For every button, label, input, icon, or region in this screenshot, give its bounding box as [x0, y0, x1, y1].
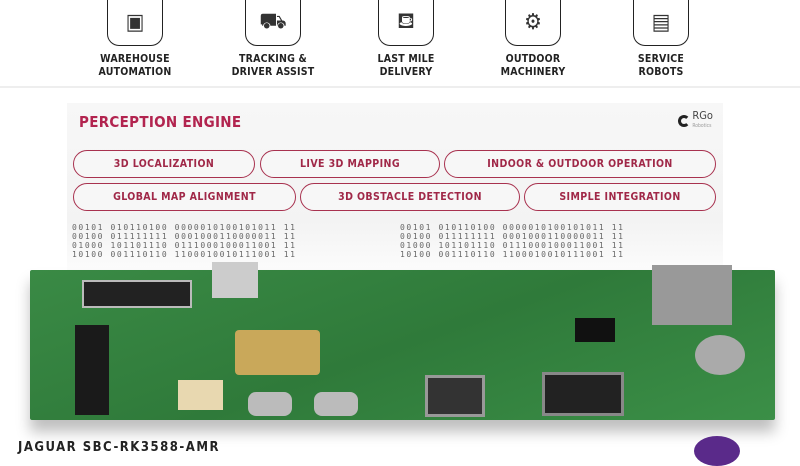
warehouse-robot-icon: ▣ — [107, 0, 163, 46]
usb-c-port — [314, 392, 358, 416]
usb-c-port — [248, 392, 292, 416]
outdoor-machine-icon: ⚙ — [505, 0, 561, 46]
feature-live-3d-mapping: LIVE 3D MAPPING — [260, 150, 440, 178]
sata-connector — [212, 262, 258, 298]
app-label: OUTDOOR — [505, 53, 561, 65]
m2-slot — [82, 280, 192, 308]
usb-a-port — [425, 375, 485, 417]
app-label: DELIVERY — [379, 65, 433, 78]
app-label: LAST MILE — [377, 53, 435, 65]
product-name: JAGUAR SBC-RK3588-AMR — [18, 440, 220, 455]
delivery-robot-icon: ⛾ — [378, 0, 434, 46]
chip — [575, 318, 615, 342]
antenna-connector — [695, 335, 745, 375]
app-tracking-driver-assist: ⛟ TRACKING &DRIVER ASSIST — [218, 0, 328, 78]
ethernet-port — [652, 265, 732, 325]
hdmi-port — [542, 372, 624, 416]
feature-simple-integration: SIMPLE INTEGRATION — [524, 183, 716, 211]
app-label: ROBOTS — [638, 65, 684, 78]
feature-3d-obstacle-detection: 3D OBSTACLE DETECTION — [300, 183, 520, 211]
battery-holder — [235, 330, 320, 375]
binary-pattern: 00101 010110100 0000010100101011 11 0010… — [400, 223, 625, 259]
connector — [178, 380, 223, 410]
service-robot-icon: ▤ — [633, 0, 689, 46]
feature-indoor-outdoor: INDOOR & OUTDOOR OPERATION — [444, 150, 716, 178]
feature-3d-localization: 3D LOCALIZATION — [73, 150, 255, 178]
theobroma-logo — [694, 436, 740, 466]
panel-title: PERCEPTION ENGINE — [79, 113, 242, 131]
app-label: SERVICE — [637, 53, 685, 65]
app-label: DRIVER ASSIST — [231, 65, 315, 78]
circuit-board-photo — [30, 262, 775, 420]
binary-pattern: 00101 010110100 0000010100101011 11 0010… — [72, 223, 297, 259]
app-label: MACHINERY — [500, 65, 566, 78]
feature-global-map-alignment: GLOBAL MAP ALIGNMENT — [73, 183, 296, 211]
app-label: TRACKING & — [239, 53, 307, 65]
forklift-icon: ⛟ — [245, 0, 301, 46]
expansion-header — [75, 325, 109, 415]
app-label: WAREHOUSE — [100, 53, 170, 65]
app-label: AUTOMATION — [98, 65, 172, 78]
